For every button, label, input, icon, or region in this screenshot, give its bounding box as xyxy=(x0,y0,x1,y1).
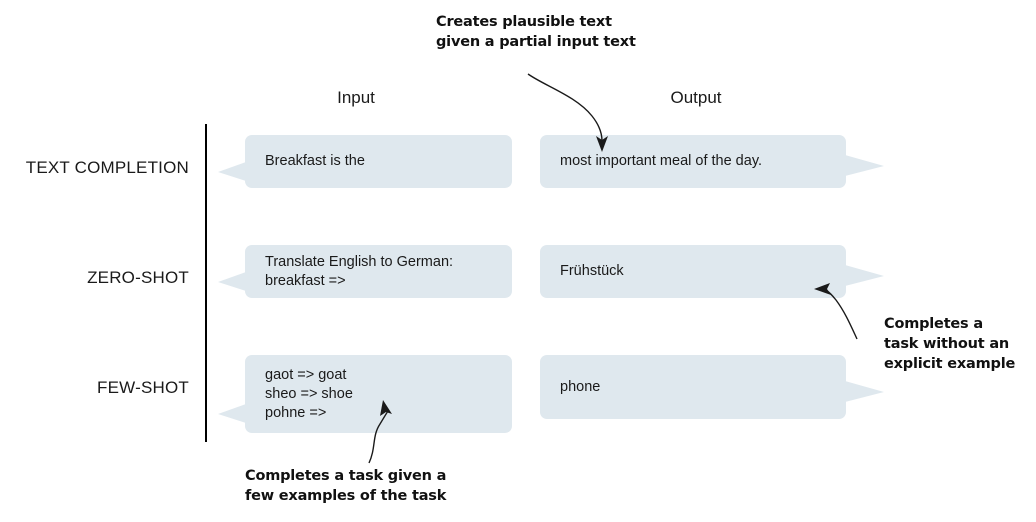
few-shot-output-text: phone xyxy=(560,378,601,395)
zero-shot-input-text: Translate English to German: breakfast =… xyxy=(265,253,454,289)
few-shot-input-text: gaot => goat sheo => shoe pohne => xyxy=(265,366,353,421)
zero-shot-output-text: Frühstück xyxy=(560,263,624,279)
row-label-text-completion: TEXT COMPLETION xyxy=(25,158,189,177)
row-label-text-completion-wrap: TEXT COMPLETION xyxy=(0,158,205,178)
text-completion-input-bubble: Breakfast is the xyxy=(245,135,512,188)
zero-shot-note: Completes a task without an explicit exa… xyxy=(884,316,1016,372)
column-divider xyxy=(205,124,207,442)
text-completion-input-tail xyxy=(218,162,246,181)
few-shot-note: Completes a task given a few examples of… xyxy=(245,468,447,504)
zero-shot-output-tail xyxy=(845,265,884,286)
row-label-zero-shot: ZERO-SHOT xyxy=(87,268,189,287)
text-completion-output-bubble: most important meal of the day. xyxy=(540,135,846,188)
few-shot-output-bubble: phone xyxy=(540,355,846,419)
column-header-input: Input xyxy=(337,88,375,107)
text-completion-output-text: most important meal of the day. xyxy=(560,153,763,169)
zero-shot-input-tail xyxy=(218,272,246,291)
text-completion-note: Creates plausible text given a partial i… xyxy=(436,14,636,50)
few-shot-input-bubble: gaot => goat sheo => shoe pohne => xyxy=(245,355,512,433)
few-shot-output-tail xyxy=(845,381,884,402)
text-completion-note-arrow-curve xyxy=(527,73,603,142)
column-header-output: Output xyxy=(670,88,722,107)
row-label-few-shot-wrap: FEW-SHOT xyxy=(0,378,205,398)
text-completion-input-text: Breakfast is the xyxy=(265,153,365,169)
zero-shot-output-bubble: Frühstück xyxy=(540,245,846,298)
few-shot-input-tail xyxy=(218,404,246,423)
text-completion-output-tail xyxy=(845,155,884,176)
row-label-zero-shot-wrap: ZERO-SHOT xyxy=(0,268,205,288)
row-label-few-shot: FEW-SHOT xyxy=(97,378,189,397)
zero-shot-input-bubble: Translate English to German: breakfast =… xyxy=(245,245,512,298)
